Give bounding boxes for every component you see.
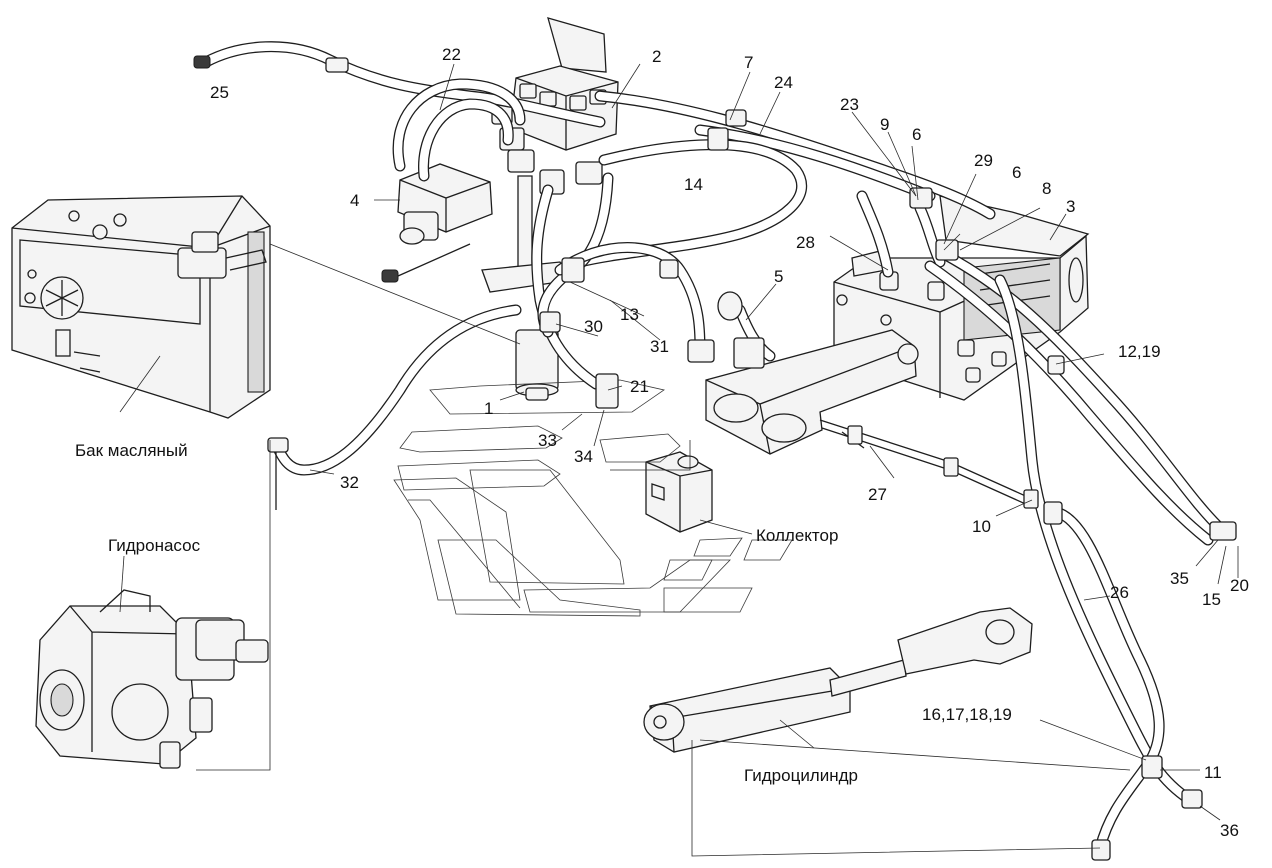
pump-label: Гидронасос (108, 536, 201, 555)
callout-12-19: 12,19 (1118, 342, 1161, 361)
callout-27: 27 (868, 485, 887, 504)
chassis-frame-outline (393, 379, 793, 617)
filter (515, 329, 559, 401)
callout-14: 14 (684, 175, 703, 194)
callout-1: 1 (484, 399, 493, 418)
collector-label: Коллектор (756, 526, 838, 545)
tube-27 (819, 419, 1039, 509)
callout-34: 34 (574, 447, 593, 466)
collector (645, 451, 713, 533)
cylinder-label: Гидроцилиндр (744, 766, 858, 785)
callout-22: 22 (442, 45, 461, 64)
callout-23: 23 (840, 95, 859, 114)
callout-25: 25 (210, 83, 229, 102)
callout-15: 15 (1202, 590, 1221, 609)
valve-4 (397, 163, 493, 245)
callout-6-lower: 6 (1012, 163, 1021, 182)
callout-8: 8 (1042, 179, 1051, 198)
callout-3: 3 (1066, 197, 1075, 216)
callout-26: 26 (1110, 583, 1129, 602)
callout-10: 10 (972, 517, 991, 536)
callout-5: 5 (774, 267, 783, 286)
callout-32: 32 (340, 473, 359, 492)
callout-16-19: 16,17,18,19 (922, 705, 1012, 724)
callout-35: 35 (1170, 569, 1189, 588)
callout-24: 24 (774, 73, 793, 92)
hydraulic-pump (35, 589, 269, 769)
callout-11: 11 (1204, 763, 1222, 782)
callout-2: 2 (652, 47, 661, 66)
hoses (200, 41, 1228, 854)
tank-label: Бак масляный (75, 441, 188, 460)
fittings (193, 55, 1237, 861)
callout-28: 28 (796, 233, 815, 252)
tank-side-strip (247, 231, 265, 393)
hydraulic-cylinder (643, 607, 1033, 753)
leader-lines (119, 63, 1239, 857)
callout-13: 13 (620, 305, 639, 324)
callout-36: 36 (1220, 821, 1239, 840)
callout-30: 30 (584, 317, 603, 336)
cross-member (705, 329, 919, 455)
callout-9: 9 (880, 115, 889, 134)
callout-20: 20 (1230, 576, 1249, 595)
callout-33: 33 (538, 431, 557, 450)
callout-7: 7 (744, 53, 753, 72)
callout-4: 4 (350, 191, 359, 210)
callout-31: 31 (650, 337, 669, 356)
callout-6-upper: 6 (912, 125, 921, 144)
oil-tank (11, 195, 271, 419)
callout-29: 29 (974, 151, 993, 170)
callout-21: 21 (630, 377, 649, 396)
